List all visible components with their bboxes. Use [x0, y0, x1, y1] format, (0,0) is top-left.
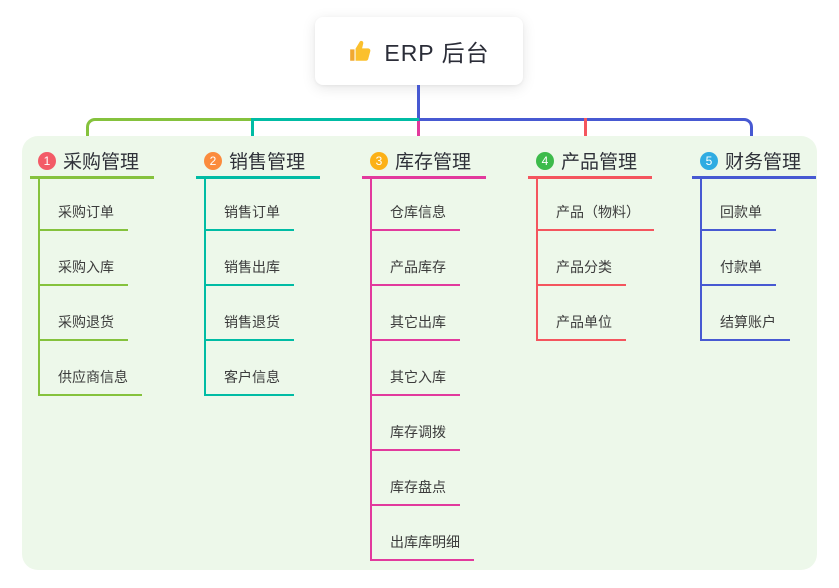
child-row: 产品库存: [370, 231, 486, 286]
child-node[interactable]: 采购退货: [38, 312, 128, 341]
child-node[interactable]: 采购入库: [38, 257, 128, 286]
thumbs-up-icon: [348, 38, 374, 64]
branch-label-text: 库存管理: [395, 152, 472, 173]
branch-sales-children: 销售订单 销售出库 销售退货 客户信息: [204, 179, 320, 396]
branch-number-badge: 3: [370, 151, 388, 170]
child-row: 回款单: [700, 179, 816, 231]
child-node[interactable]: 客户信息: [204, 367, 294, 396]
child-node[interactable]: 采购订单: [38, 202, 128, 231]
child-row: 付款单: [700, 231, 816, 286]
child-row: 结算账户: [700, 286, 816, 341]
child-row: 产品分类: [536, 231, 652, 286]
child-row: 销售出库: [204, 231, 320, 286]
child-node[interactable]: 产品分类: [536, 257, 626, 286]
root-node[interactable]: ERP 后台: [315, 17, 523, 85]
branch-label-text: 采购管理: [63, 152, 140, 173]
branch-label-text: 销售管理: [229, 152, 306, 173]
branch-finance-children: 回款单 付款单 结算账户: [700, 179, 816, 341]
child-node[interactable]: 产品（物料）: [536, 202, 654, 231]
child-node[interactable]: 产品单位: [536, 312, 626, 341]
child-node[interactable]: 销售退货: [204, 312, 294, 341]
child-node[interactable]: 供应商信息: [38, 367, 142, 396]
branch-purchase: 1 采购管理 采购订单 采购入库 采购退货 供应商信息: [30, 148, 154, 396]
child-row: 产品（物料）: [536, 179, 654, 231]
child-node[interactable]: 付款单: [700, 257, 776, 286]
branch-number-badge: 4: [536, 151, 554, 170]
branch-label-text: 产品管理: [561, 152, 638, 173]
connector-root-stem: [417, 85, 420, 118]
child-row: 采购订单: [38, 179, 154, 231]
child-row: 其它出库: [370, 286, 486, 341]
branch-finance: 5 财务管理 回款单 付款单 结算账户: [692, 148, 816, 341]
branch-inventory: 3 库存管理 仓库信息 产品库存 其它出库 其它入库 库存调拨 库存盘点 出库库…: [362, 148, 486, 561]
child-row: 库存调拨: [370, 396, 486, 451]
child-row: 采购退货: [38, 286, 154, 341]
child-row: 采购入库: [38, 231, 154, 286]
connector-branch2-drop: [251, 118, 254, 152]
child-node[interactable]: 其它出库: [370, 312, 460, 341]
branch-product: 4 产品管理 产品（物料） 产品分类 产品单位: [528, 148, 654, 341]
child-node[interactable]: 其它入库: [370, 367, 460, 396]
child-node[interactable]: 仓库信息: [370, 202, 460, 231]
connector-branch2-segment: [253, 118, 420, 121]
branch-purchase-node[interactable]: 1 采购管理: [30, 148, 154, 179]
branch-sales-node[interactable]: 2 销售管理: [196, 148, 320, 179]
child-node[interactable]: 结算账户: [700, 312, 790, 341]
child-node[interactable]: 出库库明细: [370, 532, 474, 561]
child-node[interactable]: 销售出库: [204, 257, 294, 286]
branch-number-badge: 2: [204, 151, 222, 170]
child-row: 客户信息: [204, 341, 320, 396]
branch-sales: 2 销售管理 销售订单 销售出库 销售退货 客户信息: [196, 148, 320, 396]
branch-product-node[interactable]: 4 产品管理: [528, 148, 652, 179]
child-row: 供应商信息: [38, 341, 154, 396]
branch-number-badge: 1: [38, 151, 56, 170]
child-node[interactable]: 库存调拨: [370, 422, 460, 451]
child-row: 产品单位: [536, 286, 652, 341]
child-node[interactable]: 产品库存: [370, 257, 460, 286]
branch-label-text: 财务管理: [725, 152, 802, 173]
branch-purchase-children: 采购订单 采购入库 采购退货 供应商信息: [38, 179, 154, 396]
branch-number-badge: 5: [700, 151, 718, 170]
root-label: ERP 后台: [384, 40, 490, 66]
branch-finance-node[interactable]: 5 财务管理: [692, 148, 816, 179]
child-row: 出库库明细: [370, 506, 486, 561]
child-row: 库存盘点: [370, 451, 486, 506]
child-node[interactable]: 回款单: [700, 202, 776, 231]
child-row: 销售订单: [204, 179, 320, 231]
child-row: 其它入库: [370, 341, 486, 396]
branches-panel: 1 采购管理 采购订单 采购入库 采购退货 供应商信息 2 销售管理 销售订单 …: [22, 136, 817, 570]
branch-inventory-node[interactable]: 3 库存管理: [362, 148, 486, 179]
branch-product-children: 产品（物料） 产品分类 产品单位: [536, 179, 654, 341]
connector-branch4-drop: [584, 118, 587, 152]
child-row: 销售退货: [204, 286, 320, 341]
child-node[interactable]: 销售订单: [204, 202, 294, 231]
child-row: 仓库信息: [370, 179, 486, 231]
child-node[interactable]: 库存盘点: [370, 477, 460, 506]
branch-inventory-children: 仓库信息 产品库存 其它出库 其它入库 库存调拨 库存盘点 出库库明细: [370, 179, 486, 561]
